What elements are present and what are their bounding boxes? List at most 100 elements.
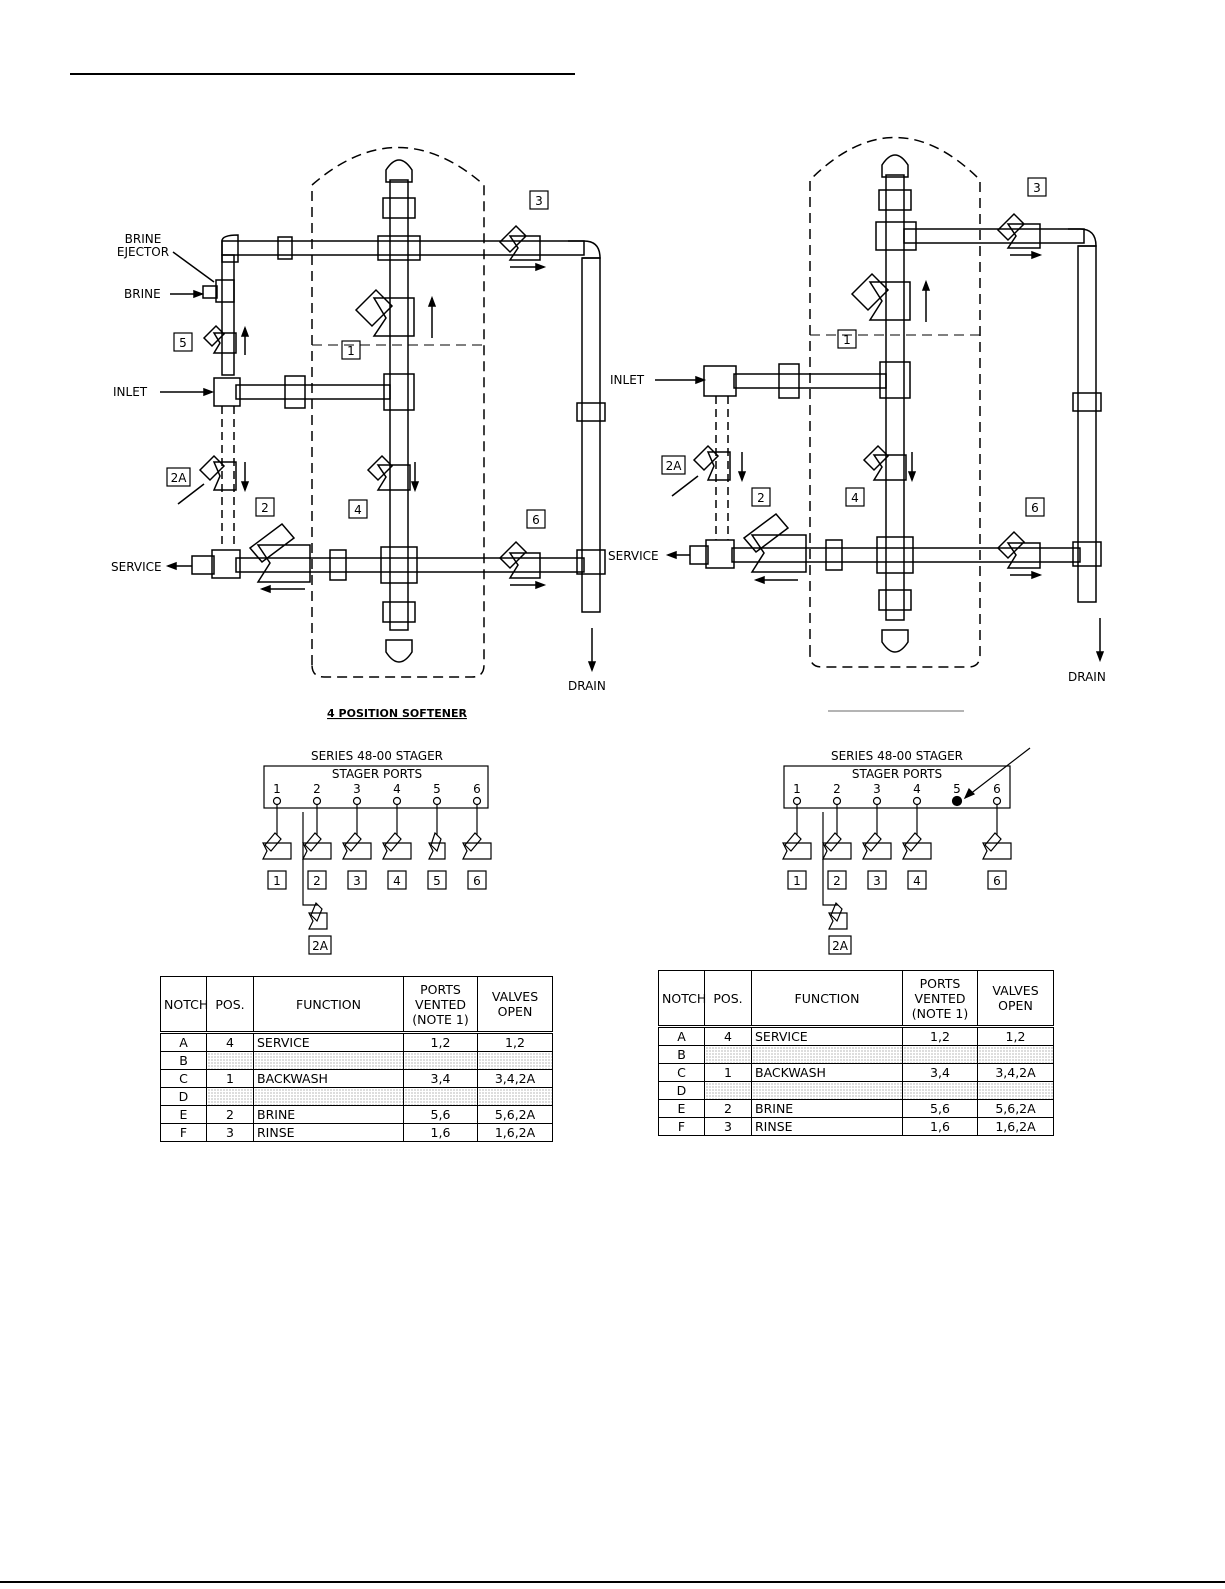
left-stager-port-number: 3 (353, 782, 361, 796)
stager-tag-text: 2 (313, 874, 321, 888)
left-stager-title: SERIES 48-00 STAGER (311, 749, 443, 763)
right-header-notch: NOTCH (658, 970, 706, 1028)
left-valve-tag-6: 6 (526, 509, 546, 529)
valve-tag-text: 6 (1031, 501, 1039, 515)
stager-tag-text: 3 (353, 874, 361, 888)
cell-notch: A (658, 1026, 705, 1046)
cell-ports: 5,6 (902, 1099, 978, 1118)
header-line: OPEN (998, 998, 1033, 1013)
header-line: VENTED (914, 990, 966, 1006)
left-valve-3 (498, 224, 541, 261)
right-stager-body (783, 765, 1011, 809)
left-valve-4 (366, 454, 411, 491)
left-valve-5 (202, 324, 237, 354)
right-bottom-cap (881, 629, 909, 653)
left-stager-valve-1 (262, 832, 292, 860)
right-valve-1 (850, 272, 911, 321)
right-drain-union (1072, 392, 1102, 412)
right-stager-port-3 (872, 796, 882, 806)
cell-valves: 1,2 (477, 1032, 553, 1052)
diagram-text-layer: BRINEEJECTORBRINEINLETSERVICEDRAININLETS… (111, 232, 1106, 781)
cell-notch: F (658, 1117, 705, 1136)
right-valve-tag-2a: 2A (661, 455, 686, 475)
right-valve-tag-6: 6 (1025, 497, 1045, 517)
right-stager-valve-1 (782, 832, 812, 860)
cell-pos (704, 1045, 752, 1064)
header-line: (NOTE 1) (911, 1005, 969, 1021)
right-stager-title: SERIES 48-00 STAGER (831, 749, 963, 763)
right-header-pos: POS. (704, 970, 752, 1028)
right-center-service-tee (876, 536, 914, 574)
cell-function: SERVICE (253, 1032, 404, 1052)
cell-pos: 3 (206, 1123, 254, 1142)
left-drain-union (576, 402, 606, 422)
left-service-label: SERVICE (111, 560, 162, 574)
header-line: OPEN (497, 1004, 533, 1019)
right-valve-tag-1: 1 (837, 329, 857, 349)
valve-tag-text: 2A (666, 459, 683, 473)
right-stager-port-number: 2 (833, 782, 841, 796)
stager-tag-text: 4 (393, 874, 401, 888)
right-top-tee (875, 221, 917, 251)
left-valve-1 (354, 288, 415, 337)
header-line: PORTS (420, 981, 461, 997)
left-stager-tag-6: 6 (467, 870, 487, 890)
right-port5-pointer-head (963, 787, 976, 800)
left-inlet-union (284, 375, 306, 409)
left-stager-tag-4: 4 (387, 870, 407, 890)
left-stager-port-4 (392, 796, 402, 806)
left-top-coupling (277, 236, 293, 260)
cell-notch: C (658, 1063, 705, 1082)
valve-tag-text: 2 (757, 491, 765, 505)
table-row: B (658, 1045, 1054, 1064)
left-piping-diagram (160, 146, 606, 678)
left-stager-tag-1: 1 (267, 870, 287, 890)
cell-pos: 1 (206, 1069, 254, 1088)
valve-tag-text: 2A (171, 471, 188, 485)
right-stager-tag-6: 6 (987, 870, 1007, 890)
right-valve-6 (996, 530, 1041, 569)
stager-tag-text: 4 (913, 874, 921, 888)
left-center-service-tee (380, 546, 418, 584)
cell-notch: C (160, 1069, 207, 1088)
cell-valves: 5,6,2A (977, 1099, 1054, 1118)
left-service-union (329, 549, 347, 581)
header-line: (NOTE 1) (412, 1011, 469, 1027)
left-valve-2A (198, 454, 237, 491)
header-line: VALVES (992, 983, 1039, 998)
cell-notch: B (658, 1045, 705, 1064)
valve-tag-text: 3 (535, 194, 543, 208)
table-row: D (160, 1087, 553, 1106)
left-service-pipe (235, 557, 585, 573)
right-stager-tag-2a: 2A (828, 935, 852, 955)
right-inlet-pipe (733, 373, 887, 389)
left-valve-tag-1: 1 (341, 340, 361, 360)
left-top-pipe (221, 240, 585, 256)
left-stager-tag-2a: 2A (308, 935, 332, 955)
left-stager-valve-5 (428, 831, 446, 860)
cell-function (253, 1087, 404, 1106)
right-stager-subtitle: STAGER PORTS (852, 767, 942, 781)
left-top-left-elbow (221, 234, 239, 263)
cell-pos: 3 (704, 1117, 752, 1136)
right-stager-port-number: 4 (913, 782, 921, 796)
left-valve-6 (498, 540, 541, 579)
left-brine-ejector (215, 279, 235, 303)
right-service-union (825, 539, 843, 571)
right-valve-2 (742, 512, 807, 573)
cell-function (253, 1051, 404, 1070)
right-stager-valve-4 (902, 832, 932, 860)
right-top-union (878, 189, 912, 211)
right-stager-port-number: 5 (953, 782, 961, 796)
right-stager-tag-1: 1 (787, 870, 807, 890)
right-piping-diagram (655, 136, 1105, 668)
cell-valves: 1,6,2A (477, 1123, 553, 1142)
